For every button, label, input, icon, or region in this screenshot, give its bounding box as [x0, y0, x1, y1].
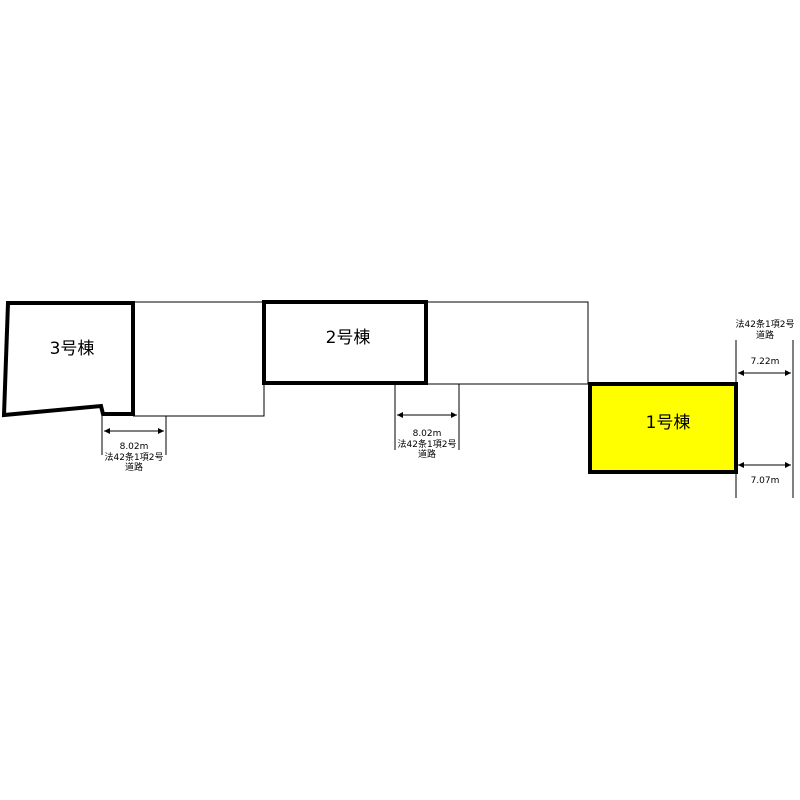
right-road-width-bottom: 7.07m: [751, 476, 780, 486]
right-road-type: 道路: [756, 329, 774, 341]
left-road-dimension: 8.02m 法42条1項2号 道路: [101, 416, 167, 473]
middle-road-law: 法42条1項2号: [398, 438, 457, 450]
lot-outline-lower: [133, 383, 588, 417]
building-1[interactable]: [588, 382, 738, 474]
left-road-type: 道路: [125, 461, 143, 473]
right-road-law: 法42条1項2号: [736, 318, 795, 330]
middle-road-dimension: 8.02m 法42条1項2号 道路: [394, 384, 460, 460]
middle-road-width: 8.02m: [413, 429, 442, 439]
building-2[interactable]: [262, 300, 428, 385]
building-1-label: 1号棟: [646, 413, 691, 433]
building-3-label: 3号棟: [50, 339, 95, 359]
middle-road-type: 道路: [418, 448, 436, 460]
building-2-label: 2号棟: [326, 328, 371, 348]
right-road-width-top: 7.22m: [751, 357, 780, 367]
lot-outline: [133, 301, 736, 384]
building-3[interactable]: [1, 301, 135, 418]
right-road-dimension: 法42条1項2号 道路 7.22m 7.07m: [735, 318, 795, 498]
left-road-law: 法42条1項2号: [105, 451, 164, 463]
left-road-width: 8.02m: [120, 442, 149, 452]
